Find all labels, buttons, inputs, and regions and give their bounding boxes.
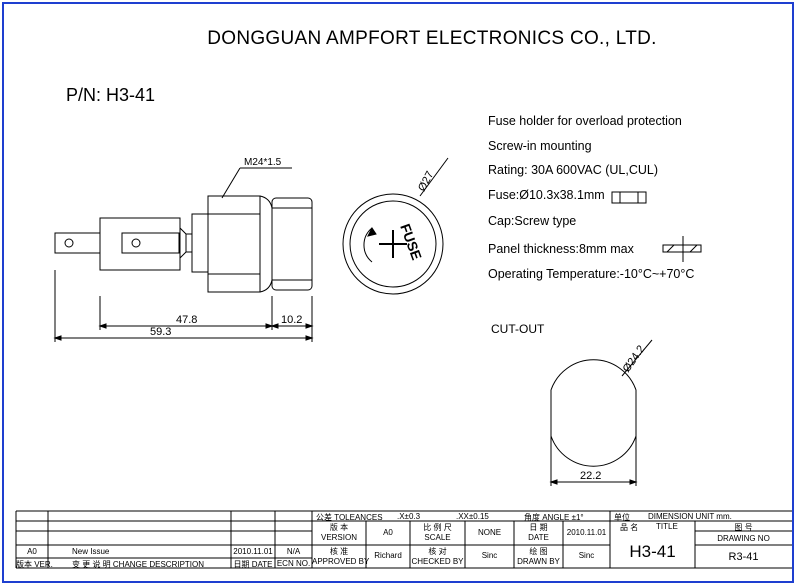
fuse-icon (611, 191, 647, 204)
side-view: M24*1.5 47.8 10.2 59.3 (53, 157, 314, 342)
checked-cn: 核 对 (428, 547, 447, 556)
date-label: DATE (528, 533, 549, 542)
cap (271, 197, 313, 291)
title-cn: 品 名 (620, 523, 639, 532)
drawn-cn: 绘 图 (529, 547, 548, 556)
dim-22-label: 22.2 (580, 470, 601, 482)
version-label: VERSION (320, 533, 357, 542)
cutout-view: Ø24.2 22.2 (549, 339, 653, 486)
scale-cn: 比 例 尺 (423, 523, 452, 532)
terminal-left (54, 232, 101, 254)
flange (259, 195, 273, 293)
dim-47-label: 47.8 (176, 314, 197, 326)
body (99, 217, 181, 271)
thread-label: M24*1.5 (244, 157, 282, 168)
header-version: 版本 VER. (16, 560, 53, 569)
dia-24-label: Ø24.2 (621, 343, 648, 374)
title-value: H3-41 (629, 542, 676, 561)
header-description: 变 更 说 明 CHANGE DESCRIPTION (72, 560, 205, 569)
drawing-no-label: DRAWING NO (717, 534, 770, 543)
tolerance-xx: .XX±0.15 (456, 512, 489, 521)
spec-line-4: Fuse:Ø10.3x38.1mm (488, 188, 605, 202)
angle-tolerance: 角度 ANGLE ±1° (524, 513, 584, 522)
approved-value: Richard (374, 551, 402, 560)
collar (191, 213, 209, 273)
spec-line-6: Panel thickness:8mm max (488, 242, 634, 256)
approved-cn: 核 准 (329, 547, 349, 556)
spec-line-3: Rating: 30A 600VAC (UL,CUL) (488, 163, 658, 177)
panel-thickness-icon (662, 236, 702, 262)
nut (207, 195, 261, 293)
front-view: Ø27 FUSE (342, 157, 449, 295)
drawing-no-value: R3-41 (728, 551, 759, 563)
date-cn: 日 期 (529, 523, 548, 532)
cutout-label: CUT-OUT (491, 322, 545, 336)
revision-ecn: N/A (286, 547, 301, 556)
revision-version: A0 (27, 547, 37, 556)
version-cn: 版 本 (329, 523, 349, 532)
version-value: A0 (383, 528, 393, 537)
part-number: P/N: H3-41 (66, 85, 156, 105)
drawn-label: DRAWN BY (517, 557, 560, 566)
revision-description: New Issue (72, 547, 110, 556)
title-block-grid (15, 510, 792, 569)
cap-text: FUSE (397, 222, 425, 263)
dim-59-label: 59.3 (150, 326, 171, 338)
header-ecn: ECN NO. (276, 559, 311, 568)
terminal-right (121, 232, 180, 254)
checked-value: Sinc (481, 551, 498, 560)
scale-label: SCALE (424, 533, 451, 542)
company-name: DONGGUAN AMPFORT ELECTRONICS CO., LTD. (207, 28, 657, 49)
spec-line-1: Fuse holder for overload protection (488, 114, 682, 128)
revision-date: 2010.11.01 (233, 547, 273, 556)
dimension-unit: DIMENSION UNIT mm. (648, 512, 732, 521)
tolerance-label: 公差 TOLEANCES (316, 513, 383, 522)
approved-label: APPROVED BY (312, 557, 370, 566)
tolerance-x: .X±0.3 (397, 512, 421, 521)
thread-leader (221, 167, 241, 199)
checked-label: CHECKED BY (411, 557, 464, 566)
date-value: 2010.11.01 (566, 528, 607, 537)
spec-line-7: Operating Temperature:-10°C~+70°C (488, 267, 695, 281)
spec-line-5: Cap:Screw type (488, 214, 577, 228)
drawing-no-cn: 图 号 (734, 523, 753, 532)
spec-line-2: Screw-in mounting (488, 139, 592, 153)
title-label: TITLE (656, 522, 678, 531)
dia-27-label: Ø27 (416, 169, 436, 193)
header-date: 日期 DATE (233, 560, 273, 569)
drawing-frame (2, 2, 794, 583)
scale-value: NONE (477, 528, 502, 537)
unit-cn: 单位 (614, 513, 630, 522)
dim-10-label: 10.2 (281, 314, 302, 326)
drawn-value: Sinc (578, 551, 595, 560)
